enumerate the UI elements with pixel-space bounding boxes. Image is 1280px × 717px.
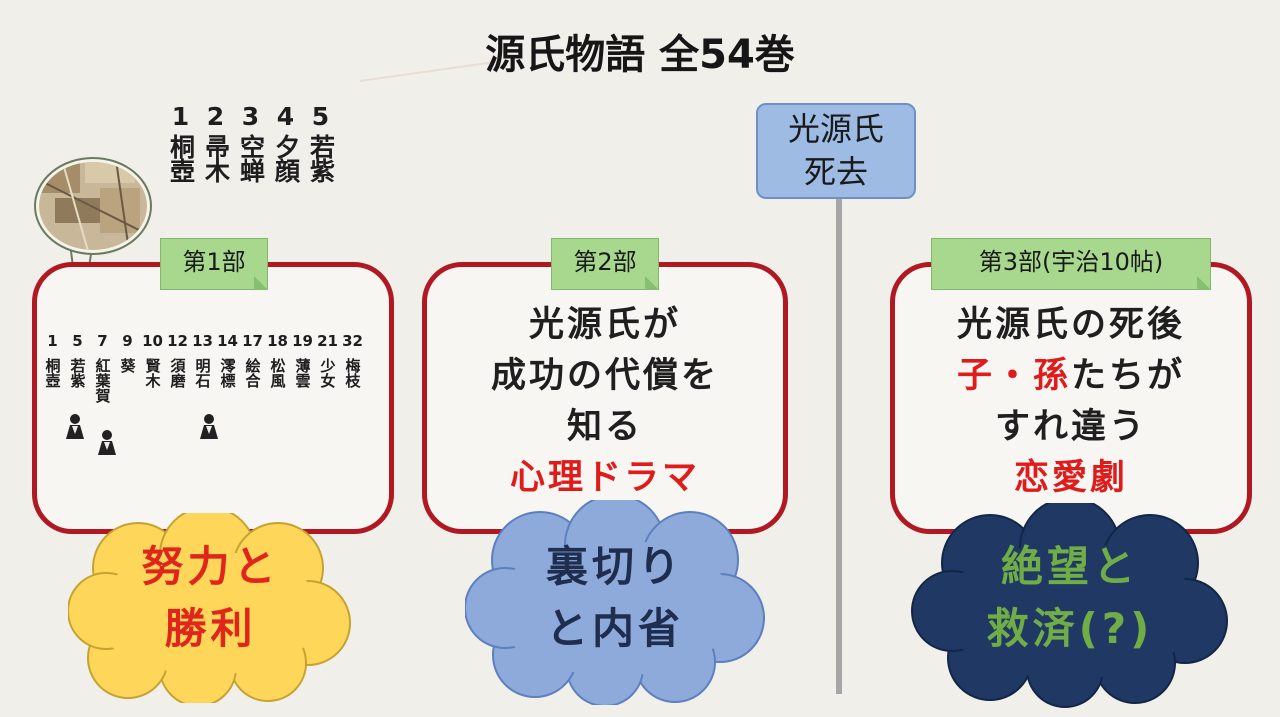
part3-tag: 第3部(宇治10帖) — [931, 238, 1211, 290]
part3-description: 光源氏の死後 子・孫たちが すれ違う 恋愛劇 — [956, 305, 1186, 498]
part3-cloud-text: 絶望と救済(?) — [986, 542, 1154, 653]
part2-cloud — [465, 500, 765, 705]
part2-cloud-text: 裏切りと内省 — [545, 542, 684, 653]
part1-cloud — [68, 513, 351, 703]
part3-cloud — [911, 503, 1228, 708]
part2-description: 光源氏が 成功の代償を 知る 心理ドラマ — [490, 305, 719, 498]
part1-cloud-text: 努力と勝利 — [141, 542, 280, 653]
page-title: 源氏物語 全54巻 — [485, 32, 795, 78]
part2-frame — [422, 262, 788, 534]
person-icon — [98, 430, 116, 455]
illustration-bubble — [34, 157, 152, 324]
person-icon — [200, 414, 218, 439]
part1-tag: 第1部 — [160, 238, 268, 290]
timeline-divider — [836, 196, 842, 694]
part2-tag: 第2部 — [551, 238, 659, 290]
divider-label: 光源氏死去 — [756, 103, 916, 199]
person-icon — [66, 414, 84, 439]
